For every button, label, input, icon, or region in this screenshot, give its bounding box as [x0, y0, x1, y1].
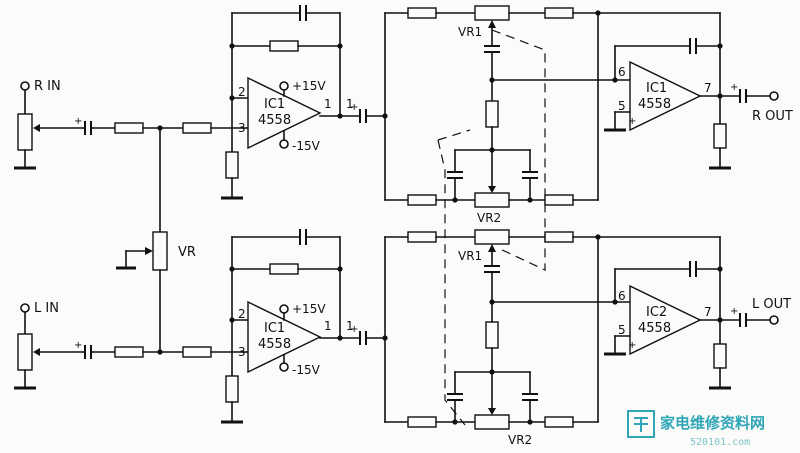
r-input-section: [14, 81, 86, 170]
l-output-opamp: [629, 284, 702, 356]
pin-1-label: 1: [324, 97, 332, 111]
vr1-label: VR1: [458, 249, 482, 263]
pin-6-label: 6: [618, 289, 626, 303]
l-output-stage: [604, 236, 779, 390]
pin-6-label: 6: [618, 65, 626, 79]
pin-3-label: 3: [238, 345, 246, 359]
polarity-mark: +: [74, 116, 82, 127]
polarity-mark: +: [350, 102, 358, 113]
r-output-opamp: [629, 60, 702, 132]
ic-part-label: 4558: [638, 97, 671, 112]
r-in-volume-pot: [17, 113, 33, 151]
pos-supply-label: +15V: [292, 302, 326, 316]
vr1-treble-pot: [474, 5, 510, 21]
watermark-text: 家电维修资料网: [660, 414, 765, 432]
pos-supply-label: +15V: [292, 79, 326, 93]
pin-1-label: 1: [324, 319, 332, 333]
neg-supply-label: -15V: [292, 139, 321, 153]
polarity-mark: +: [350, 324, 358, 335]
pin-2-label: 2: [238, 307, 246, 321]
balance-pot-vr: [116, 127, 168, 353]
ic-name-label: IC1: [264, 321, 285, 336]
pin-2-label: 2: [238, 85, 246, 99]
watermark-logo-icon: [627, 410, 655, 438]
r-output-stage: [604, 12, 779, 170]
polarity-mark: +: [730, 306, 738, 317]
vr2-bass-pot: [474, 414, 510, 430]
pin-7-label: 7: [704, 305, 712, 319]
polarity-mark: +: [730, 82, 738, 93]
l-tone-stack: [382, 229, 721, 430]
ic-name-label: IC2: [646, 305, 667, 320]
l-input-coupling: [84, 345, 244, 359]
l-in-label: L IN: [34, 301, 59, 316]
ic-name-label: IC1: [646, 81, 667, 96]
l-input-section: [14, 303, 86, 390]
pin-1-label: 1: [346, 97, 354, 111]
l-in-terminal[interactable]: [20, 303, 30, 313]
l-out-terminal[interactable]: [769, 315, 779, 325]
r-input-coupling: [84, 121, 244, 135]
vr-label: VR: [178, 245, 196, 260]
vr1-treble-pot: [474, 229, 510, 245]
pin-3-label: 3: [238, 121, 246, 135]
ic-part-label: 4558: [258, 337, 291, 352]
watermark: 家电维修资料网 520101.com: [627, 410, 765, 448]
l-out-label: L OUT: [752, 297, 791, 312]
r-tone-stack: [382, 5, 721, 208]
ic-part-label: 4558: [638, 321, 671, 336]
pin-5-label: 5: [618, 99, 626, 113]
vr2-label: VR2: [477, 211, 501, 225]
l-preamp-stage: [221, 229, 361, 424]
watermark-url: 520101.com: [690, 437, 750, 448]
pin-5-label: 5: [618, 323, 626, 337]
vr2-bass-pot: [474, 192, 510, 208]
ganged-pot-linkage: [437, 29, 546, 426]
r-in-terminal[interactable]: [20, 81, 30, 91]
ic-part-label: 4558: [258, 113, 291, 128]
ic-name-label: IC1: [264, 97, 285, 112]
polarity-mark: +: [628, 116, 636, 127]
pin-1-label: 1: [346, 319, 354, 333]
tone-coupling-caps: [359, 109, 386, 345]
pin-7-label: 7: [704, 81, 712, 95]
vr2-label: VR2: [508, 433, 532, 447]
polarity-mark: +: [74, 340, 82, 351]
r-out-terminal[interactable]: [769, 91, 779, 101]
polarity-mark: +: [628, 340, 636, 351]
vr1-label: VR1: [458, 25, 482, 39]
l-in-volume-pot: [17, 333, 33, 371]
neg-supply-label: -15V: [292, 363, 321, 377]
r-preamp-stage: [221, 5, 361, 200]
r-out-label: R OUT: [752, 109, 793, 124]
r-in-label: R IN: [34, 79, 61, 94]
